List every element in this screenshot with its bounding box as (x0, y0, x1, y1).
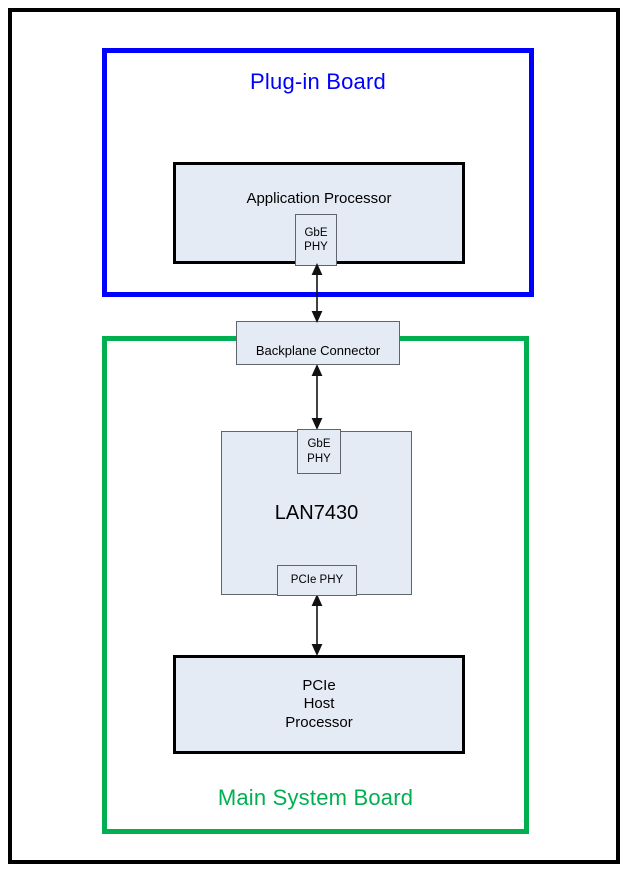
block-pcie-phy: PCIe PHY (277, 565, 357, 596)
pcie-host-processor-line1: PCIe (302, 677, 336, 695)
arrow-gbe-phy-to-backplane (309, 263, 325, 323)
plugin-board-group: Plug-in Board (102, 48, 534, 297)
block-gbe-phy-lan7430: GbE PHY (297, 429, 341, 474)
block-pcie-host-processor: PCIe Host Processor (173, 655, 465, 754)
main-system-board-label: Main System Board (217, 785, 414, 810)
pcie-host-processor-line3: Processor (285, 713, 353, 731)
outer-frame (8, 8, 620, 864)
block-gbe-phy-application-processor: GbE PHY (295, 214, 337, 266)
block-application-processor: Application Processor (173, 162, 465, 264)
plugin-board-label: Plug-in Board (250, 69, 386, 94)
arrow-backplane-to-lan7430-gbe-phy (309, 364, 325, 430)
block-backplane-connector: Backplane Connector (236, 321, 400, 365)
application-processor-label: Application Processor (246, 190, 392, 207)
lan7430-label: LAN7430 (274, 501, 359, 524)
backplane-connector-label: Backplane Connector (255, 343, 381, 359)
gbe-phy-top-line2: PHY (304, 241, 328, 253)
pcie-phy-label: PCIe PHY (290, 574, 344, 587)
gbe-phy-bottom-line1: GbE (307, 438, 331, 451)
gbe-phy-top-line1: GbE (304, 226, 328, 239)
gbe-phy-bottom-text: GbE PHY (307, 437, 331, 465)
gbe-phy-bottom-line2: PHY (307, 452, 331, 465)
arrow-pcie-phy-to-host-processor (309, 594, 325, 656)
gbe-phy-top-text: GbE PHY (304, 226, 328, 254)
pcie-host-processor-text: PCIe Host Processor (285, 677, 353, 732)
pcie-host-processor-line2: Host (303, 695, 335, 713)
